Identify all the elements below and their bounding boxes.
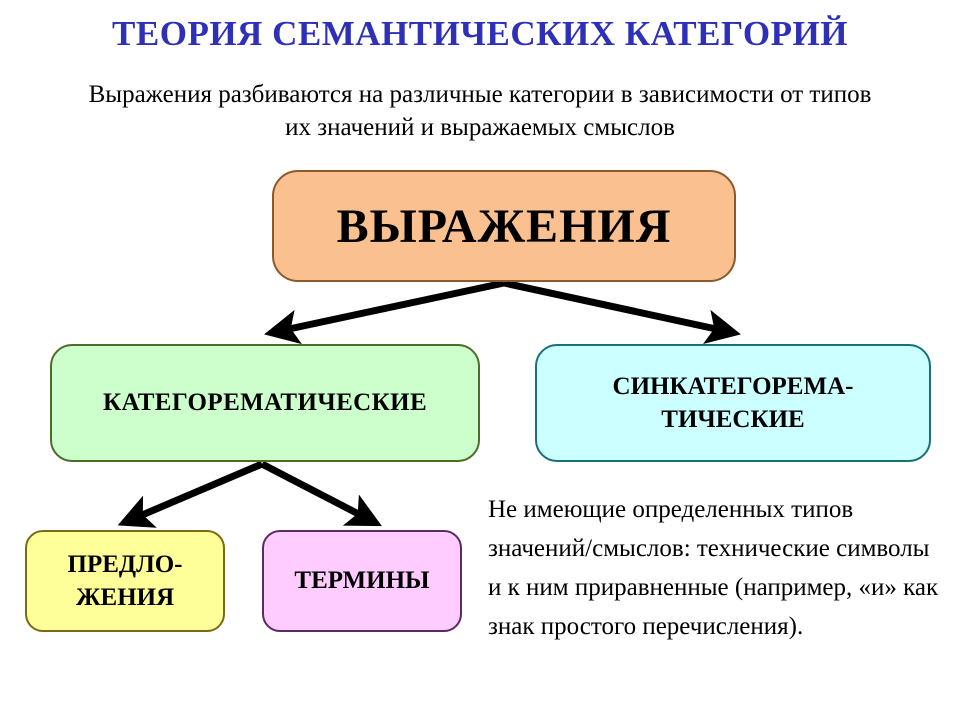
node-expressions[interactable]: ВЫРАЖЕНИЯ xyxy=(272,170,736,282)
node-sentences-line-1: ПРЕДЛО- xyxy=(67,551,183,578)
node-categorematic-label: КАТЕГОРЕМАТИЧЕСКИЕ xyxy=(102,389,428,416)
node-sentences[interactable]: ПРЕДЛО- ЖЕНИЯ xyxy=(25,530,225,632)
arrow-categorematic-to-terms xyxy=(260,460,382,527)
page-title: ТЕОРИЯ СЕМАНТИЧЕСКИХ КАТЕГОРИЙ xyxy=(112,14,848,53)
arrow-root-to-categorematic xyxy=(264,279,505,345)
node-sentences-line-2: ЖЕНИЯ xyxy=(75,584,175,611)
subtitle-text: Выражения разбиваются на различные катег… xyxy=(88,81,872,141)
arrow-categorematic-to-sentences xyxy=(117,460,264,528)
node-expressions-label: ВЫРАЖЕНИЯ xyxy=(336,199,672,253)
node-syncategorematic-label: СИНКАТЕГОРЕМА- ТИЧЕСКИЕ xyxy=(613,370,854,436)
node-syncategorematic[interactable]: СИНКАТЕГОРЕМА- ТИЧЕСКИЕ xyxy=(535,344,931,462)
node-syncategorematic-line-1: СИНКАТЕГОРЕМА- xyxy=(612,373,854,400)
node-categorematic[interactable]: КАТЕГОРЕМАТИЧЕСКИЕ xyxy=(50,344,480,462)
node-syncategorematic-line-2: ТИЧЕСКИЕ xyxy=(661,406,805,433)
node-terms-label: ТЕРМИНЫ xyxy=(294,567,430,594)
explanatory-note: Не имеющие определенных типов значений/с… xyxy=(488,496,939,640)
node-sentences-label: ПРЕДЛО- ЖЕНИЯ xyxy=(68,548,183,614)
node-terms[interactable]: ТЕРМИНЫ xyxy=(262,530,462,632)
arrow-root-to-syncategorematic xyxy=(503,279,741,345)
